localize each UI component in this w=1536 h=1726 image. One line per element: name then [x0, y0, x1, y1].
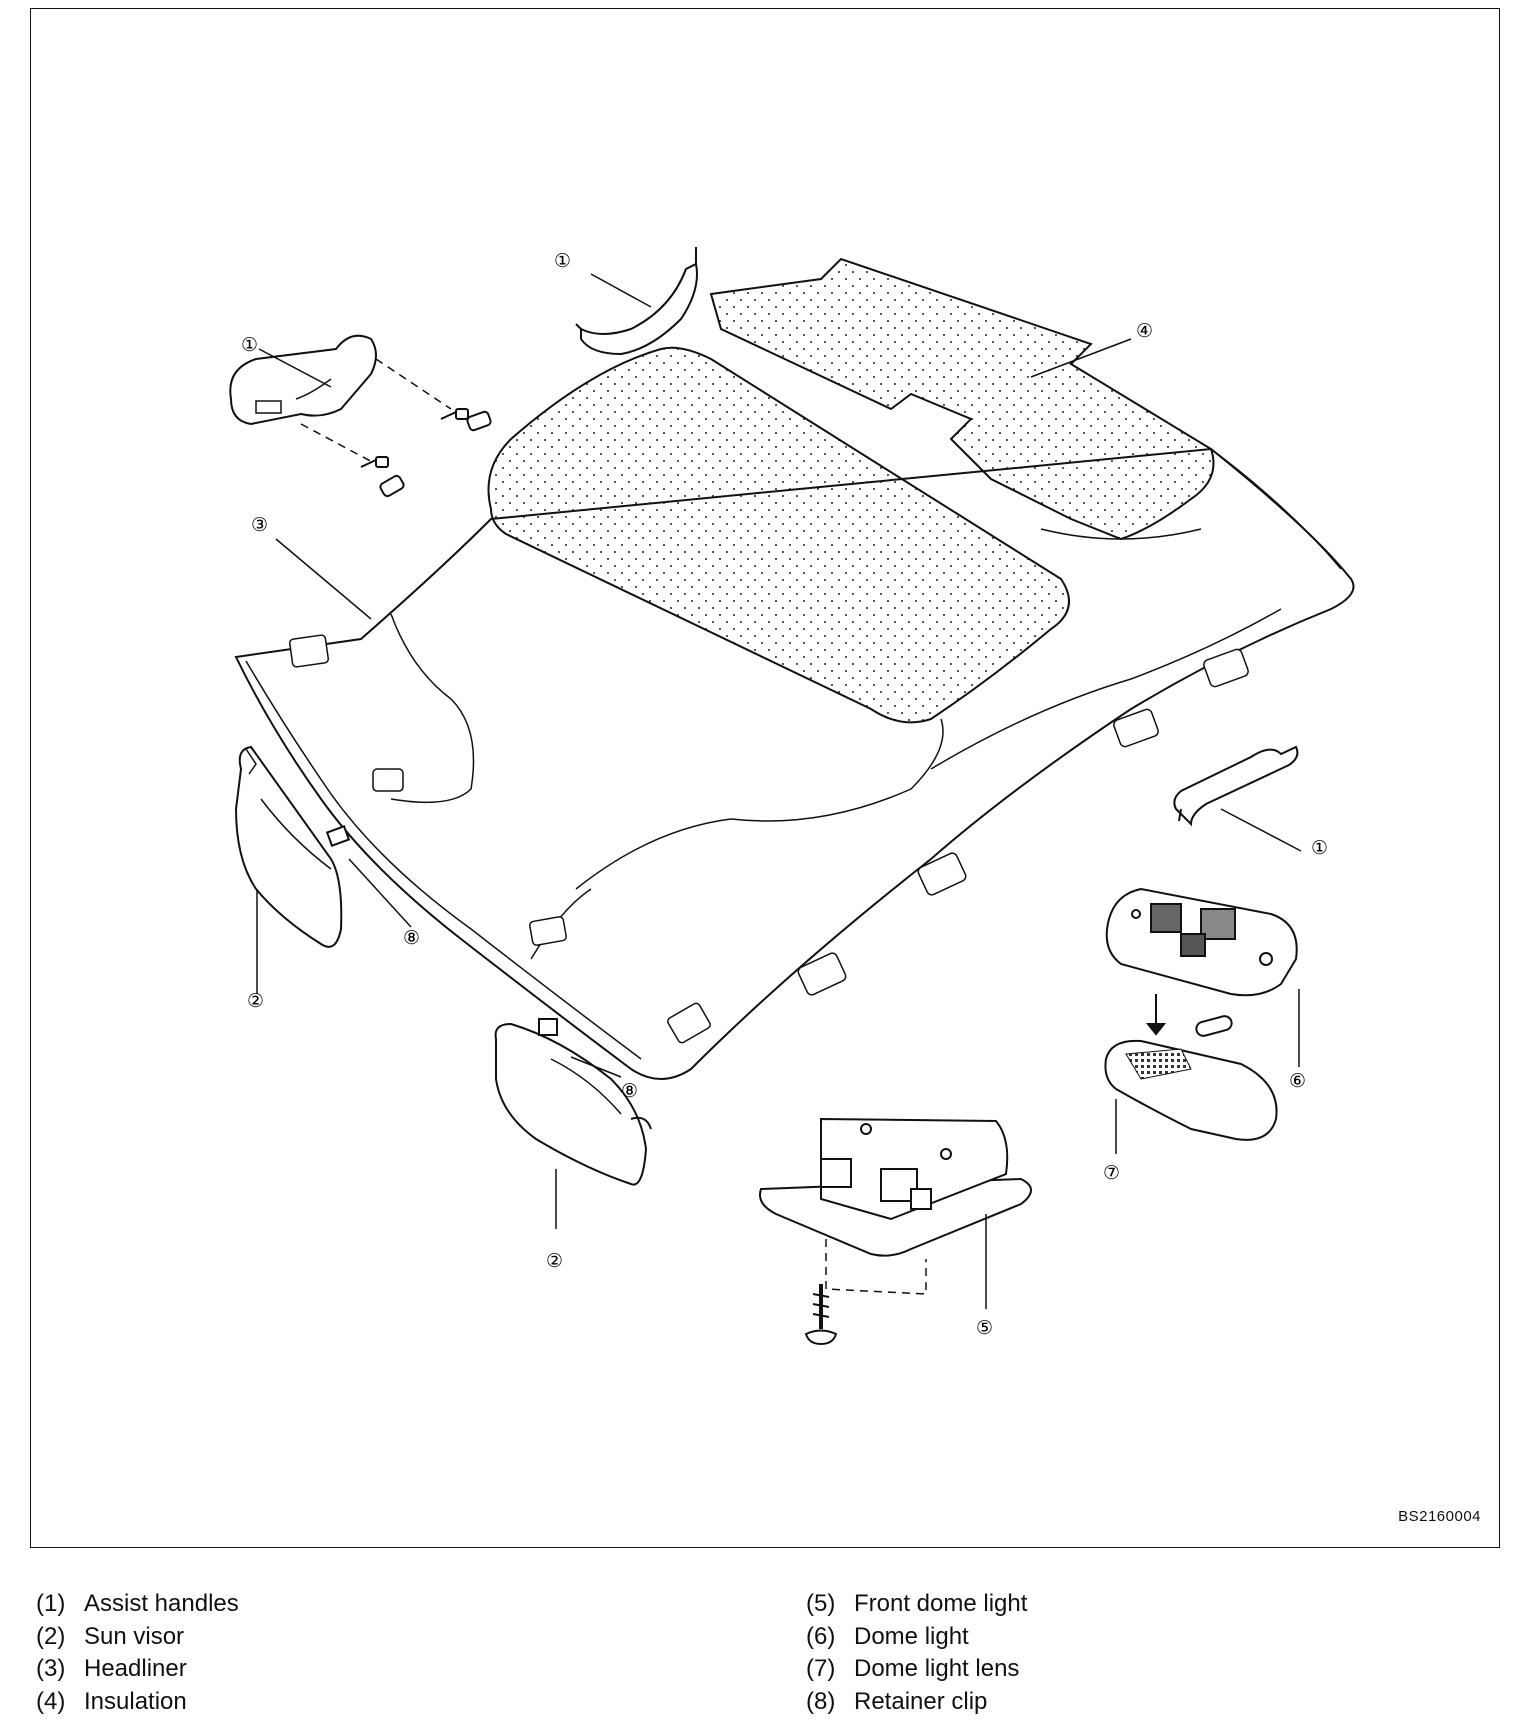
legend-item: (8) Retainer clip: [806, 1688, 1027, 1721]
assist-handle: [1173, 745, 1299, 827]
assist-handle: [575, 247, 698, 356]
legend-label: Retainer clip: [854, 1687, 988, 1715]
callout-1: ①: [554, 250, 571, 272]
legend-item: (3) Headliner: [36, 1655, 239, 1688]
handle-screw: [360, 408, 492, 498]
insulation-panel-front: [487, 346, 1070, 724]
legend-number: (4): [36, 1687, 66, 1715]
front-dome-light-leader-dash: [825, 1239, 927, 1295]
callout-8: ⑧: [621, 1080, 638, 1102]
legend-item: (1) Assist handles: [36, 1590, 239, 1623]
legend-number: (7): [806, 1655, 836, 1682]
callout-1: ①: [241, 334, 258, 356]
legend-column-left: (1) Assist handles (2) Sun visor (3) Hea…: [36, 1590, 239, 1720]
sun-visor: [494, 1018, 652, 1186]
callout-6: ⑥: [1289, 1070, 1306, 1092]
legend-label: Insulation: [84, 1687, 187, 1715]
headliner: [234, 447, 1355, 1080]
legend-number: (8): [806, 1687, 836, 1715]
insulation-panel-rear: [709, 257, 1215, 541]
callout-8: ⑧: [403, 927, 420, 949]
dome-light: [1105, 887, 1298, 997]
figure-code: BS2160004: [1398, 1508, 1481, 1525]
diagram-frame: ① ① ① ② ② ③ ④ ⑤ ⑥ ⑦ ⑧ ⑧ BS2160004: [30, 8, 1500, 1548]
legend-item: (5) Front dome light: [806, 1590, 1027, 1623]
legend-number: (6): [806, 1622, 836, 1650]
headliner-clip-pad: [288, 634, 1249, 1044]
sun-visor: [234, 745, 351, 948]
callout-labels: ① ① ① ② ② ③ ④ ⑤ ⑥ ⑦ ⑧ ⑧: [241, 250, 1328, 1339]
legend-label: Headliner: [84, 1655, 187, 1682]
callout-2: ②: [546, 1250, 563, 1272]
callout-1: ①: [1311, 837, 1328, 859]
callout-leaders: [256, 273, 1302, 1309]
legend-label: Front dome light: [854, 1590, 1028, 1617]
legend-column-right: (5) Front dome light (6) Dome light (7) …: [806, 1590, 1027, 1720]
assist-handle: [229, 334, 377, 426]
legend-label: Dome light lens: [854, 1655, 1020, 1682]
legend-label: Sun visor: [84, 1622, 185, 1650]
handle-leader-dash: [300, 358, 452, 465]
callout-5: ⑤: [976, 1317, 993, 1339]
dome-light-lens: [1104, 1039, 1278, 1141]
parts-legend: (1) Assist handles (2) Sun visor (3) Hea…: [36, 1590, 1476, 1720]
callout-7: ⑦: [1103, 1162, 1120, 1184]
front-dome-light: [759, 1117, 1032, 1257]
legend-number: (5): [806, 1590, 836, 1617]
legend-number: (3): [36, 1655, 66, 1682]
legend-item: (4) Insulation: [36, 1688, 239, 1721]
callout-2: ②: [247, 990, 264, 1012]
dome-light-bulb: [1195, 1015, 1233, 1037]
callout-3: ③: [251, 514, 268, 536]
legend-item: (7) Dome light lens: [806, 1655, 1027, 1688]
dome-light-screw: [804, 1284, 838, 1346]
legend-label: Dome light: [854, 1622, 969, 1650]
legend-item: (6) Dome light: [806, 1623, 1027, 1656]
legend-number: (1): [36, 1590, 66, 1617]
legend-item: (2) Sun visor: [36, 1623, 239, 1656]
dome-light-screw: [1145, 994, 1167, 1036]
headliner-exploded-view: ① ① ① ② ② ③ ④ ⑤ ⑥ ⑦ ⑧ ⑧: [229, 247, 1355, 1346]
legend-label: Assist handles: [84, 1590, 239, 1617]
callout-4: ④: [1136, 320, 1153, 342]
legend-number: (2): [36, 1622, 66, 1650]
